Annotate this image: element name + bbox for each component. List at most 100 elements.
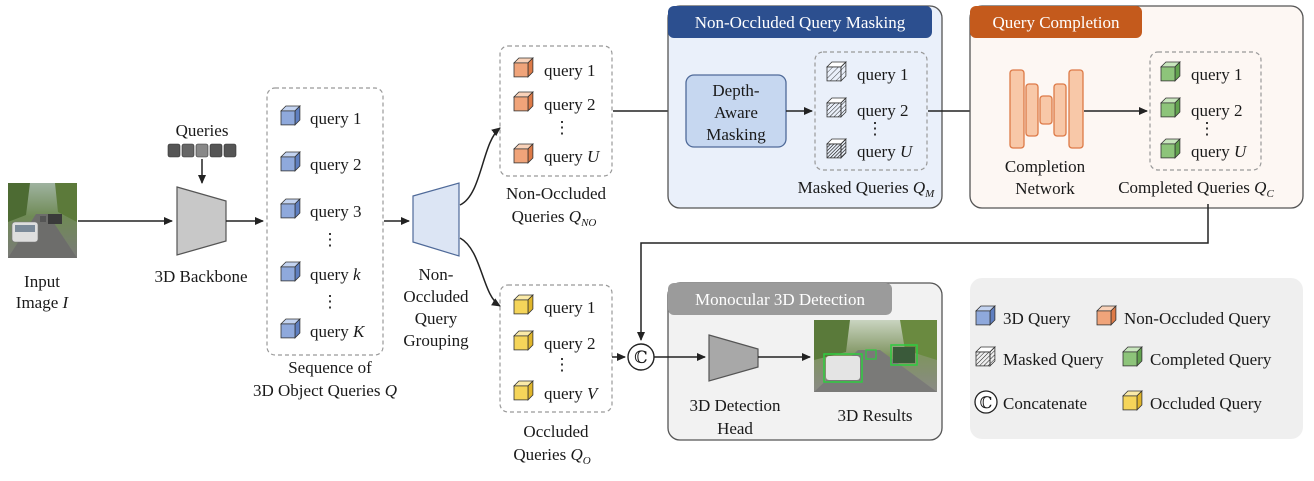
- sequence-box: [266, 87, 384, 356]
- orange-cube-icon: [513, 143, 534, 164]
- hatched-cube-icon: [826, 138, 847, 159]
- detection-panel-title: Monocular 3D Detection: [695, 290, 865, 309]
- occluded-dots: ⋮: [554, 355, 571, 374]
- detection-head-trapezoid: [708, 334, 759, 382]
- masking-panel-title: Non-Occluded Query Masking: [695, 13, 906, 32]
- sequence-dots: ⋮: [322, 230, 339, 249]
- hatched-cube-icon: [826, 61, 847, 82]
- query-token: [209, 143, 223, 158]
- results-label: 3D Results: [837, 406, 912, 425]
- blue-cube-icon: [280, 318, 301, 339]
- completion-panel-title: Query Completion: [992, 13, 1120, 32]
- completed-item: query 1: [1191, 65, 1242, 84]
- occluded-item: query 1: [544, 298, 595, 317]
- completion-network-line1: Completion: [1005, 157, 1086, 176]
- non-occluded-box: [499, 45, 613, 177]
- grouping-label-line: Occluded: [403, 287, 469, 306]
- completed-dots: ⋮: [1199, 119, 1216, 138]
- completion-network-line2: Network: [1015, 179, 1075, 198]
- blue-cube-icon: [280, 151, 301, 172]
- query-token: [181, 143, 195, 158]
- non-occluded-caption-line1: Non-Occluded: [506, 184, 607, 203]
- yellow-cube-icon: [513, 330, 534, 351]
- sequence-caption-line2: 3D Object Queries Q: [253, 381, 397, 400]
- sequence-item: query K: [310, 322, 366, 341]
- legend-hatched-cube-icon: [975, 346, 996, 367]
- input-image: [8, 183, 77, 258]
- occluded-caption-line1: Occluded: [523, 422, 589, 441]
- detection-head-line1: 3D Detection: [689, 396, 781, 415]
- legend-label: Non-Occluded Query: [1124, 309, 1271, 328]
- completed-box: [1149, 51, 1262, 171]
- completion-panel-title-bg: [970, 6, 1142, 38]
- depth-aware-masking-line: Depth-: [712, 81, 760, 100]
- orange-cube-icon: [513, 91, 534, 112]
- non-occluded-items: query 1 query 2 query U ⋮: [513, 57, 601, 166]
- masking-panel-title-bg: [668, 6, 932, 38]
- non-occluded-item: query 1: [544, 61, 595, 80]
- non-occluded-item: query 2: [544, 95, 595, 114]
- detection-panel-title-bg: [668, 283, 892, 315]
- legend-label: Concatenate: [1003, 394, 1087, 413]
- legend-label: 3D Query: [1003, 309, 1071, 328]
- arrow-to-occluded: [459, 237, 501, 307]
- non-occluded-caption-line2: Queries QNO: [512, 207, 597, 229]
- legend-concatenate-symbol: ℂ: [980, 395, 993, 412]
- arrow-to-non-occluded: [459, 127, 501, 206]
- occluded-caption-line2: Queries QO: [513, 445, 590, 467]
- queries-label: Queries: [176, 121, 229, 140]
- legend-green-cube-icon: [1122, 346, 1143, 367]
- green-cube-icon: [1160, 138, 1181, 159]
- masked-items: query 1 query 2 query U ⋮: [826, 61, 914, 161]
- query-token: [223, 143, 237, 158]
- non-occluded-dots: ⋮: [554, 118, 571, 137]
- legend-concatenate-icon: [974, 390, 998, 414]
- legend-orange-cube-icon: [1096, 305, 1117, 326]
- grouping-trapezoid: [412, 182, 460, 257]
- masked-caption: Masked Queries QM: [798, 178, 935, 200]
- query-tokens: [167, 143, 237, 158]
- legend-label: Occluded Query: [1150, 394, 1262, 413]
- backbone-label: 3D Backbone: [154, 267, 247, 286]
- blue-cube-icon: [280, 198, 301, 219]
- depth-aware-masking-line: Aware: [714, 103, 758, 122]
- masked-item: query U: [857, 142, 914, 161]
- sequence-item: query 3: [310, 202, 361, 221]
- masked-dots: ⋮: [867, 119, 884, 138]
- occluded-box: [499, 284, 613, 413]
- non-occluded-item: query U: [544, 147, 601, 166]
- input-label-line2: Image I: [16, 293, 70, 312]
- blue-cube-icon: [280, 261, 301, 282]
- completed-item: query U: [1191, 142, 1248, 161]
- results-image: [814, 320, 937, 392]
- depth-aware-masking-line: Masking: [706, 125, 766, 144]
- backbone-trapezoid: [176, 186, 227, 256]
- legend-blue-cube-icon: [975, 305, 996, 326]
- query-token: [195, 143, 209, 158]
- blue-cube-icon: [280, 105, 301, 126]
- green-cube-icon: [1160, 61, 1181, 82]
- arrow-completed-to-concat: [637, 204, 1209, 341]
- legend-yellow-cube-icon: [1122, 390, 1143, 411]
- grouping-label-line: Non-: [419, 265, 454, 284]
- grouping-label-line: Grouping: [403, 331, 469, 350]
- orange-cube-icon: [513, 57, 534, 78]
- concatenate-symbol: ℂ: [634, 348, 648, 367]
- sequence-item: query 1: [310, 109, 361, 128]
- query-token: [167, 143, 181, 158]
- masked-item: query 1: [857, 65, 908, 84]
- masked-item: query 2: [857, 101, 908, 120]
- yellow-cube-icon: [513, 294, 534, 315]
- completed-caption: Completed Queries QC: [1118, 178, 1274, 200]
- green-cube-icon: [1160, 97, 1181, 118]
- occluded-item: query V: [544, 384, 600, 403]
- legend-label: Completed Query: [1150, 350, 1272, 369]
- yellow-cube-icon: [513, 380, 534, 401]
- completion-panel: [969, 5, 1304, 209]
